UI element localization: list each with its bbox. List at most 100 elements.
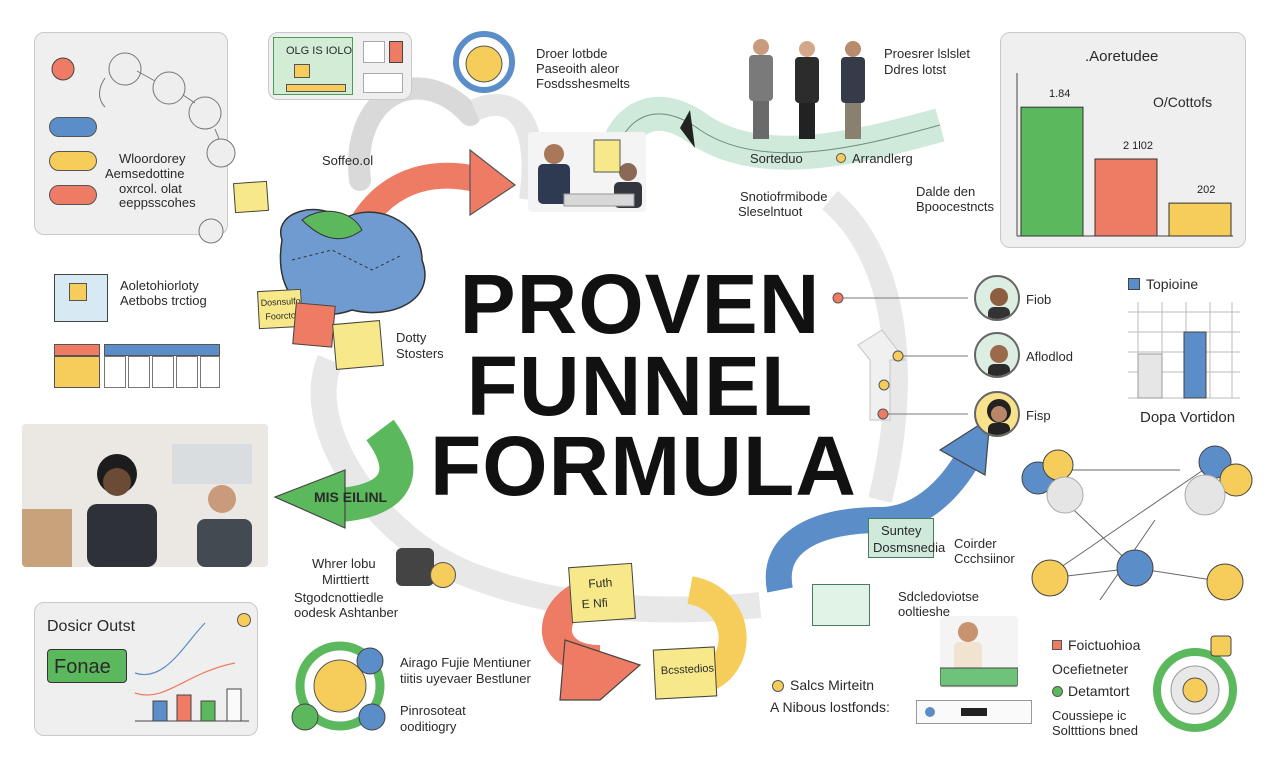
cycle-node-1 [356,647,384,675]
bar-chart-svg: 1.84 2 1l02 202 [1016,73,1233,237]
bottom-left-text-1: Whrer lobu [312,556,376,571]
net-node-yellow-3 [1031,559,1069,597]
bottom-right-text-1: Foictuohioa [1068,637,1141,653]
blue-arrow-head [938,416,991,476]
green-arrow-label: MIS EILINL [314,489,388,505]
dot-coral-2 [877,408,889,420]
sun-icon [237,613,251,627]
target-ring [1153,648,1237,732]
top-left-text-2: Aemsedottine [105,166,185,181]
sticky-note-bottom-1-text: Futh [587,575,613,591]
fonae-badge: Fonae [47,649,127,683]
title-line-1: PROVEN [459,257,821,351]
green-card [812,584,870,626]
bottom-left-card-chart [134,622,249,722]
kanban-header-coral [54,344,100,356]
cycle-center [313,659,367,713]
kanban-col-3 [128,356,150,388]
sdel-text-2: ooltieshe [898,604,951,619]
bottom-center-text-2: tiitis uyevaer Bestluner [400,671,531,686]
chart-data-label-1: 1.84 [1049,88,1070,100]
dot-coral [832,292,844,304]
toolbar-blue-dot [925,707,935,717]
presenter-illustration [940,616,1018,688]
suntey-note: Suntey Dosmsnedia [868,518,945,558]
kanban-col-1 [54,356,100,388]
chart-bar-3 [1168,202,1232,237]
top-center-text-1: Droer lotbde [536,46,608,61]
meeting-illustration [528,132,646,212]
top-people-text-2: Ddres lotst [884,62,947,77]
title-line-3: FORMULA [430,419,857,513]
avatar-1-label: Fiob [1026,292,1052,307]
ribbon-label-right: Arrandlerg [852,151,913,166]
ribbon-dot [836,153,846,163]
green-arrow [338,419,414,522]
conder-text-2: Ccchsiinor [954,551,1015,566]
cycle-ring-outer [295,641,385,731]
mini-panel-1 [363,41,385,63]
mid-right-text-2: Sleselntuot [738,204,803,219]
top-center-text-2: Paseoith aleor [536,61,620,76]
box-icon [294,64,310,78]
avatar-3-label: Fisp [1026,408,1051,423]
pill-coral [49,185,97,205]
coin-icon [430,562,456,588]
top-center-text-3: Fosdsshesmelts [536,76,630,91]
net-node-grey-2 [1184,474,1226,516]
bottom-right-text-2: Ocefietneter [1052,661,1129,677]
suntey-text-1: Suntey [881,523,922,538]
avatar-1 [974,275,1020,321]
top-left-text-4: eeppsscohes [119,195,196,210]
target-center [1182,677,1208,703]
cycle-node-3 [291,703,319,731]
suntey-text-2: Dosmsnedia [873,540,946,555]
progress-strip [286,84,346,92]
kanban-col-2 [104,356,126,388]
dot-yellow-2 [878,379,890,391]
bottom-right-text-5: Soltttions bned [1052,723,1139,738]
kanban-board [54,344,222,390]
chart-data-label-2: 2 1l02 [1123,140,1153,152]
net-node-yellow-4 [1206,563,1244,601]
net-node-yellow-1 [1042,449,1074,481]
dot-yellow [892,350,904,362]
fonae-text: Fonae [54,656,111,678]
top-left-card-diagram [51,52,236,244]
person-1 [749,39,773,139]
chart-title: .Aoretudee [1085,48,1159,65]
top-left-text-1: Wloordorey [119,151,186,166]
bottom-right-marker-1 [1052,640,1062,650]
mint-ribbon-edge [609,113,941,176]
net-node-yellow-2 [1219,463,1253,497]
legend-square [1128,278,1140,290]
grey-arc-right [821,190,908,503]
top-small-card: OLG IS IOLO [268,32,412,100]
lantern-icon [396,548,434,586]
grid-chart [1128,302,1240,399]
toolbar-bar [961,708,987,716]
sales-text-1: Salcs Mirteitn [790,677,875,693]
sticky-note-1-text-2: Foorcto [265,310,297,322]
kanban-col-4 [152,356,174,388]
chart-data-label-3: 202 [1197,184,1215,196]
top-left-text-3: oxrcol. olat [119,181,182,196]
title-line-2: FUNNEL [466,339,814,433]
right-chart-legend: Topioine [1146,276,1199,292]
bottom-center-text-4: ooditiogry [400,719,457,734]
ribbon-label-left: Sorteduo [750,151,803,166]
bottom-center-text-3: Pinrosoteat [400,703,466,718]
top-small-card-header: OLG IS IOLO [286,45,353,57]
black-fold [680,110,695,148]
sticky-note-2 [332,319,384,371]
net-node-center [1116,549,1154,587]
sticky-note-bottom-2: Bcsstedios [652,646,718,700]
sales-text-2: A Nibous lostfonds: [770,699,890,715]
bottom-left-text-3: Stgodcnottiedle [294,590,384,605]
sticky-note-bottom-2-text: Bcsstedios [660,662,715,678]
puzzle-piece-icon [69,283,87,301]
bottom-left-card-title: Dosicr Outst [47,618,136,635]
pill-yellow [49,151,97,171]
sales-toolbar [916,700,1032,724]
left-mid-text-2: Aetbobs trctiog [120,293,207,308]
